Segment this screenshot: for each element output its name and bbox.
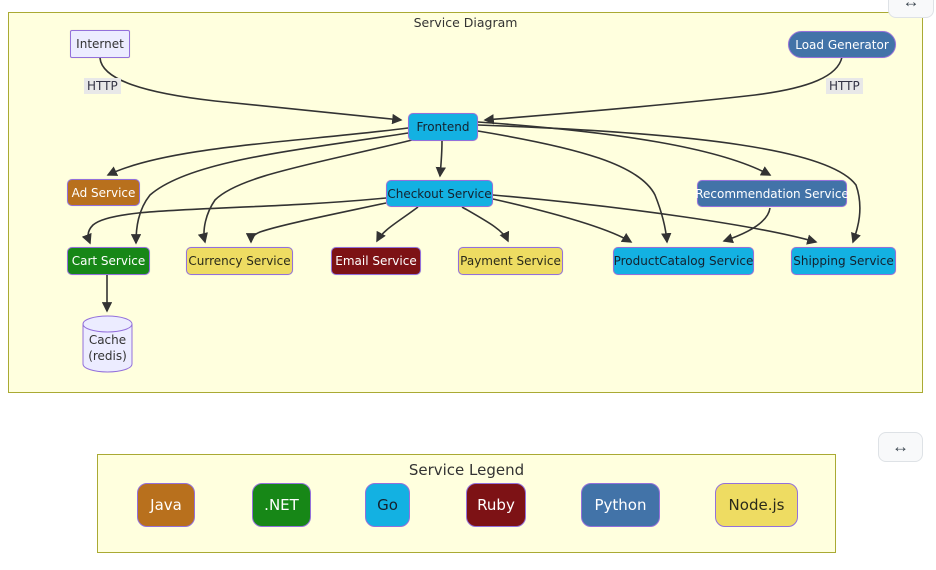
node-email-service: Email Service [331,247,421,275]
node-payment-service-label: Payment Service [460,254,561,268]
node-shipping-service-label: Shipping Service [793,254,894,268]
edge-label-http-loadgenerator: HTTP [826,78,863,94]
node-payment-service: Payment Service [458,247,563,275]
legend-item-go-label: Go [377,496,398,514]
node-cart-service-label: Cart Service [71,254,146,268]
legend-item-ruby-label: Ruby [477,496,515,514]
diagram-title: Service Diagram [413,15,518,30]
cache-label-line2: (redis) [88,349,127,363]
legend-item-python: Python [581,483,660,527]
node-cart-service: Cart Service [67,247,150,275]
node-recommendation-service: Recommendation Service [695,180,849,207]
legend-item-java: Java [137,483,195,527]
legend-item-python-label: Python [594,496,647,514]
node-productcatalog-service-label: ProductCatalog Service [613,254,754,268]
expand-horizontal-icon: ↔ [902,0,920,11]
legend-item-dotnet: .NET [252,483,311,527]
node-internet: Internet [70,30,130,58]
diagram-expand-button[interactable]: ↔ [888,0,934,18]
legend-item-nodejs: Node.js [715,483,798,527]
cache-label-line1: Cache [88,333,127,347]
node-ad-service: Ad Service [67,179,140,206]
node-frontend-label: Frontend [416,120,470,134]
node-load-generator: Load Generator [788,31,896,58]
node-checkout-service-label: Checkout Service [387,186,492,201]
node-shipping-service: Shipping Service [791,247,896,275]
node-checkout-service: Checkout Service [386,180,493,207]
node-ad-service-label: Ad Service [71,185,136,200]
legend-item-dotnet-label: .NET [264,496,299,514]
legend-item-java-label: Java [150,496,182,514]
legend-item-nodejs-label: Node.js [728,496,785,514]
legend-title: Service Legend [408,461,525,479]
node-currency-service-label: Currency Service [188,254,291,268]
node-recommendation-service-label: Recommendation Service [695,186,849,201]
node-cache-redis-label: Cache (redis) [82,332,133,364]
node-productcatalog-service: ProductCatalog Service [613,247,754,275]
node-email-service-label: Email Service [335,254,417,268]
node-currency-service: Currency Service [186,247,293,275]
node-cache-redis: Cache (redis) [82,315,133,373]
edge-label-http-internet: HTTP [84,78,121,94]
node-load-generator-label: Load Generator [795,37,889,52]
expand-horizontal-icon: ↔ [892,437,909,456]
node-frontend: Frontend [408,113,478,141]
legend-item-ruby: Ruby [466,483,526,527]
legend-expand-button[interactable]: ↔ [878,432,923,462]
node-internet-label: Internet [76,37,124,51]
database-cylinder-icon [82,315,133,373]
legend-item-go: Go [365,483,410,527]
